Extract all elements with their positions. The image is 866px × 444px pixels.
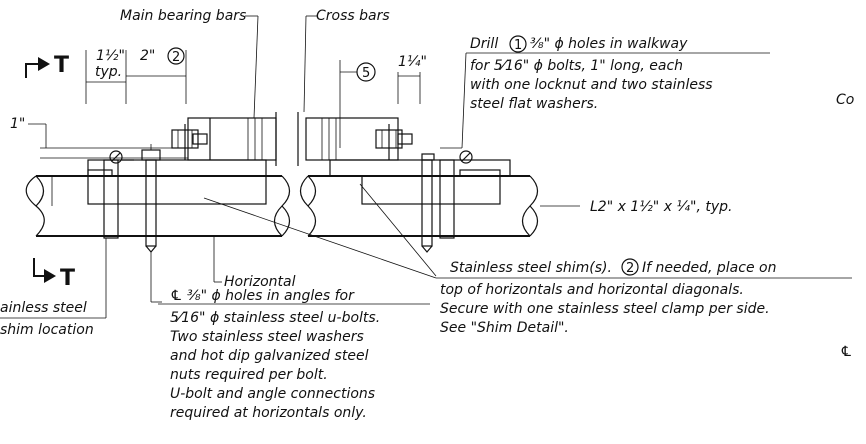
left-pipe — [25, 175, 291, 237]
dim-1-half-text: 1½" — [96, 48, 125, 64]
right-grating — [297, 112, 413, 166]
dimension-2: 2" 2 — [126, 47, 187, 104]
ubolt-note-line-4: and hot dip galvanized steel — [170, 348, 369, 364]
main-bearing-bars-callout: Main bearing bars — [120, 8, 259, 119]
dim-2-text: 2" — [140, 48, 155, 64]
ubolt-note-line-6: U-bolt and angle connections — [170, 386, 375, 402]
centerline-mark: ℄ — [840, 344, 853, 360]
shim-note-circle-2: 2 — [626, 261, 634, 276]
drill-note-line-1: ⅜" ϕ holes in walkway — [530, 36, 688, 52]
shim-note-line-1: Stainless steel shim(s). — [450, 260, 612, 276]
shim-note-line-3: Secure with one stainless steel clamp pe… — [440, 301, 770, 317]
dimension-1-quarter: 1¼" — [397, 54, 427, 104]
dimension-1-inch: 1" — [10, 116, 188, 206]
right-edge-text: Co — [836, 92, 854, 108]
dim-typ-text: typ. — [95, 64, 122, 80]
drill-note-word: Drill — [470, 36, 498, 52]
left-note-line-2: shim location — [0, 322, 94, 338]
horizontal-callout: Horizontal — [213, 236, 296, 290]
ubolt-note-line-5: nuts required per bolt. — [170, 367, 328, 383]
section-letter-bottom: T — [60, 266, 75, 291]
dim-1-inch-text: 1" — [10, 116, 25, 132]
angle-spec-callout: L2" x 1½" x ¼", typ. — [540, 199, 732, 215]
ubolt-note: ℄ ⅜" ϕ holes in angles for 5⁄16" ϕ stain… — [150, 252, 430, 421]
drill-note-line-4: steel flat washers. — [470, 96, 598, 112]
cross-bars-label: Cross bars — [316, 8, 390, 24]
angle-spec-label: L2" x 1½" x ¼", typ. — [590, 199, 732, 215]
drill-note: Drill 1 ⅜" ϕ holes in walkway for 5⁄16" … — [440, 35, 770, 149]
shim-note-line-1b: If needed, place on — [642, 260, 776, 276]
ubolt-note-line-3: Two stainless steel washers — [170, 329, 364, 345]
horizontal-label: Horizontal — [224, 274, 296, 290]
shim-right — [459, 150, 501, 177]
u-bolt-right — [421, 153, 455, 253]
shim-note-line-2: top of horizontals and horizontal diagon… — [440, 282, 744, 298]
right-angle — [329, 159, 511, 205]
cross-bars-callout: Cross bars — [303, 8, 390, 113]
ubolt-note-line-2: 5⁄16" ϕ stainless steel u-bolts. — [170, 310, 380, 326]
circle-5-text: 5 — [362, 66, 370, 81]
ubolt-note-line-1: ℄ ⅜" ϕ holes in angles for — [170, 288, 355, 304]
main-bearing-bars-label: Main bearing bars — [120, 8, 246, 24]
circle-1-text: 1 — [514, 38, 522, 53]
left-angle — [87, 159, 267, 205]
drill-note-line-3: with one locknut and two stainless — [470, 77, 713, 93]
shim-note: Stainless steel shim(s). 2 If needed, pl… — [203, 183, 852, 336]
left-grating — [171, 112, 277, 166]
dimension-1-half: 1½" typ. — [85, 48, 127, 104]
section-marker-top: T — [25, 53, 69, 78]
section-marker-bottom: T — [33, 258, 75, 291]
section-letter-top: T — [54, 53, 69, 78]
left-shim-note: ainless steel shim location — [0, 238, 107, 338]
ubolt-note-line-7: required at horizontals only. — [170, 405, 367, 421]
dim-1-quarter-text: 1¼" — [398, 54, 427, 70]
shim-note-line-4: See "Shim Detail". — [440, 320, 569, 336]
right-pipe — [299, 175, 539, 237]
dimension-5: 5 — [339, 60, 376, 148]
drill-note-line-2: for 5⁄16" ϕ bolts, 1" long, each — [470, 58, 683, 74]
circle-2-text: 2 — [172, 50, 180, 65]
shim-left — [87, 150, 134, 177]
left-note-line-1: ainless steel — [0, 300, 87, 316]
